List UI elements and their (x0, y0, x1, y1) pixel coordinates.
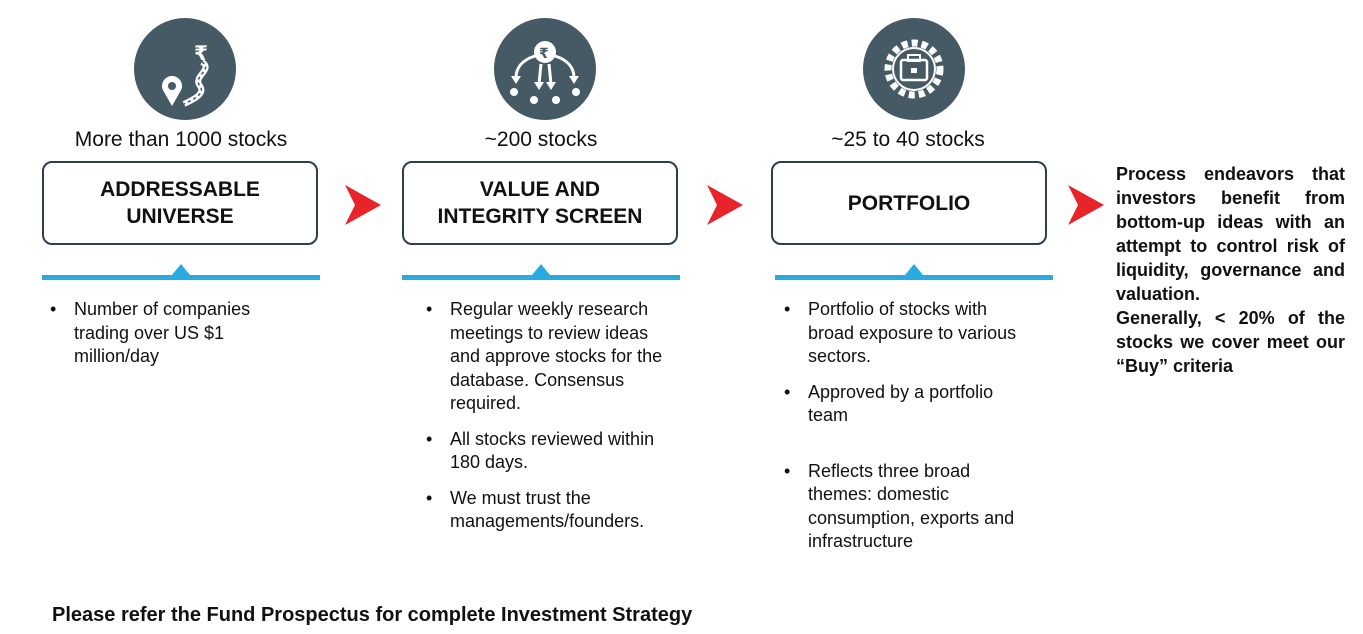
stage-divider (402, 264, 680, 280)
arrow-right-icon (707, 185, 743, 225)
stage-count: More than 1000 stocks (74, 128, 288, 151)
rupee-distribution-icon: ₹ (494, 18, 596, 120)
stage-title: INTEGRITY SCREEN (437, 205, 643, 228)
stage-box-portfolio: PORTFOLIO (771, 161, 1047, 245)
stage-box-value-integrity-screen: VALUE AND INTEGRITY SCREEN (402, 161, 678, 245)
road-map-pin-rupee-icon: ₹ (134, 18, 236, 120)
svg-text:₹: ₹ (194, 41, 208, 65)
stage-title: UNIVERSE (126, 205, 234, 228)
bullet-item: Number of companies trading over US $1 m… (42, 298, 302, 369)
summary-paragraph: Process endeavors that investors benefit… (1116, 164, 1345, 304)
bullet-item: Reflects three broad themes: domestic co… (776, 460, 1038, 554)
svg-text:₹: ₹ (539, 46, 549, 62)
footer-note: Please refer the Fund Prospectus for com… (52, 604, 693, 626)
briefcase-gear-icon (863, 18, 965, 120)
bullet-item: Approved by a portfolio team (776, 381, 1038, 428)
stage-divider (775, 264, 1053, 280)
stage-title: PORTFOLIO (847, 191, 971, 215)
pointer-triangle (172, 264, 190, 275)
stage-title: ADDRESSABLE (100, 178, 260, 201)
stage-divider (42, 264, 320, 280)
pointer-triangle (905, 264, 923, 275)
arrow-right-icon (345, 185, 381, 225)
bullet-item: We must trust the managements/founders. (418, 487, 680, 534)
stage-title: VALUE AND (479, 178, 601, 201)
pointer-triangle (532, 264, 550, 275)
stage-box-addressable-universe: ADDRESSABLE UNIVERSE (42, 161, 318, 245)
arrow-right-icon (1068, 185, 1104, 225)
bullet-item: Portfolio of stocks with broad exposure … (776, 298, 1038, 369)
stage-count: ~200 stocks (484, 128, 598, 151)
stage-bullets: Regular weekly research meetings to revi… (418, 298, 680, 546)
bullet-item: Regular weekly research meetings to revi… (418, 298, 680, 416)
stage-bullets: Portfolio of stocks with broad exposure … (776, 298, 1038, 566)
bullet-item: All stocks reviewed within 180 days. (418, 428, 680, 475)
summary-text: Process endeavors that investors benefit… (1116, 162, 1345, 378)
summary-paragraph: Generally, < 20% of the stocks we cover … (1116, 308, 1345, 376)
stage-bullets: Number of companies trading over US $1 m… (42, 298, 302, 381)
stage-count: ~25 to 40 stocks (831, 128, 985, 151)
